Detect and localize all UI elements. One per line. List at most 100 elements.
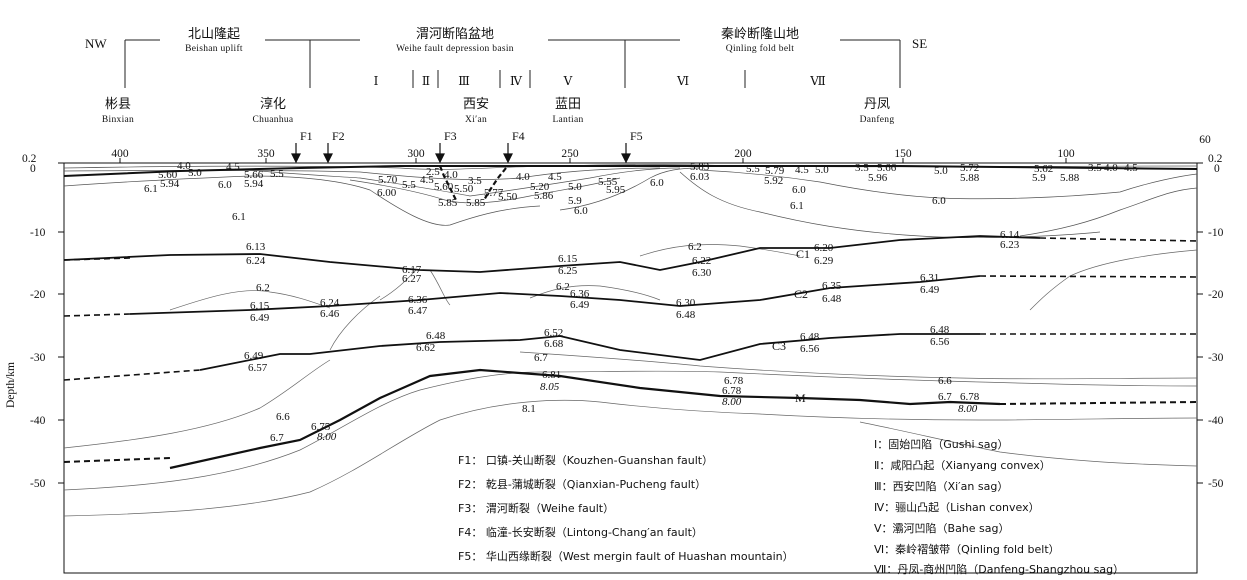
velocity-label: 6.1 (790, 200, 804, 212)
velocity-label: 6.81 (542, 369, 561, 381)
velocity-label: 4.5 (420, 174, 434, 186)
velocity-label: 6.0 (932, 195, 946, 207)
legend-unit-item: Ⅴ：灞河凹陷（Bahe sag） (874, 521, 1010, 535)
velocity-label: 6.0 (792, 184, 806, 196)
velocity-label: 6.0 (650, 177, 664, 189)
velocity-label: 4.0 (177, 160, 191, 172)
velocity-label: 5.86 (534, 190, 554, 202)
velocity-label: 5.0 (934, 165, 948, 177)
unit-label: Ⅴ (563, 74, 573, 88)
x-tick-label: 100 (1057, 148, 1075, 160)
velocity-label: 5.5 (402, 179, 416, 191)
velocity-label: 6.35 (822, 280, 842, 292)
velocity-label: 6.2 (556, 281, 570, 293)
c1-interface (63, 235, 1041, 273)
velocity-label: 6.29 (814, 255, 834, 267)
fault-label-f5: F5 (630, 129, 643, 143)
velocity-label: 8.00 (722, 396, 742, 408)
legend-fault-item: F1： 口镇-关山断裂（Kouzhen-Guanshan fault） (458, 453, 713, 467)
velocity-label: 5.92 (764, 175, 783, 187)
velocity-label: 5.85 (466, 197, 486, 209)
x-tick-label: 200 (734, 148, 752, 160)
velocity-label: 6.49 (920, 284, 940, 296)
velocity-label: 6.00 (377, 187, 397, 199)
velocity-label: 6.0 (574, 205, 588, 217)
velocity-label: 6.17 (402, 264, 422, 276)
depth-tick-label: -10 (1208, 227, 1224, 239)
velocity-label: 6.25 (558, 265, 578, 277)
velocity-label: 4.5 (1124, 162, 1138, 174)
velocity-label: 3.5 (1088, 162, 1102, 174)
velocity-label: 6.15 (558, 253, 578, 265)
velocity-label: 6.27 (402, 273, 422, 285)
velocity-label: 5.0 (568, 181, 582, 193)
basin-fault-traces (438, 165, 507, 201)
velocity-label: 6.56 (800, 343, 820, 355)
velocity-label: 6.78 (724, 375, 744, 387)
legend-unit-item: Ⅶ：丹凤-商州凹陷（Danfeng-Shangzhou sag） (874, 562, 1124, 576)
x-axis-ticks: 400 350 300 250 200 150 100 60 (111, 134, 1211, 160)
velocity-label: 8.00 (958, 403, 978, 415)
c3-interface (199, 333, 980, 371)
region-header (124, 39, 901, 88)
legend-fault-item: F4： 临潼-长安断裂（Lintong-Chang′an fault） (458, 525, 703, 539)
velocity-label: 5.88 (1060, 172, 1080, 184)
velocity-label: 5.9 (1032, 172, 1046, 184)
velocity-label: 6.46 (320, 308, 340, 320)
velocity-label: 6.48 (822, 293, 842, 305)
velocity-label: 5.20 (530, 181, 550, 193)
legend-unit-item: Ⅳ：骊山凸起（Lishan convex） (874, 501, 1040, 514)
velocity-label: 5.62 (1034, 163, 1053, 175)
velocity-label: 6.62 (416, 342, 435, 354)
legend-unit-item: Ⅰ：固始凹陷（Gushi sag） (874, 437, 1008, 451)
depth-tick-label: -10 (30, 227, 46, 239)
shallow-velocity-contours (63, 164, 1198, 239)
velocity-label: 6.0 (218, 179, 232, 191)
fault-label-f1: F1 (300, 129, 313, 143)
velocity-label: 8.05 (540, 381, 560, 393)
velocity-label: 5.9 (568, 195, 582, 207)
depth-tick-label: -50 (30, 478, 46, 490)
velocity-label: 5.88 (960, 172, 980, 184)
velocity-label: 6.14 (1000, 229, 1020, 241)
legend-fault-item: F3： 渭河断裂（Weihe fault） (458, 501, 614, 515)
velocity-label: 5.95 (606, 184, 626, 196)
unit-label: Ⅱ (422, 74, 430, 88)
velocity-label: 6.13 (246, 241, 266, 253)
velocity-label: 6.48 (676, 309, 696, 321)
unit-legend: Ⅰ：固始凹陷（Gushi sag） Ⅱ：咸阳凸起（Xianyang convex… (874, 437, 1124, 576)
depth-ticks-left: 0.2 0 -10 -20 -30 -40 -50 (22, 153, 46, 490)
velocity-label: 6.47 (408, 305, 428, 317)
velocity-label: 5.66 (244, 169, 264, 181)
fault-label-f3: F3 (444, 129, 457, 143)
depth-tick-label: -30 (30, 352, 46, 364)
depth-tick-label: -50 (1208, 478, 1224, 490)
velocity-label: 5.72 (960, 162, 979, 174)
city-xian-cn: 西安 (463, 97, 489, 112)
velocity-label: 5.60 (158, 169, 178, 181)
velocity-label: 6.30 (692, 267, 712, 279)
structural-unit-numerals: Ⅰ Ⅱ Ⅲ Ⅳ Ⅴ Ⅵ Ⅶ (374, 74, 826, 88)
velocity-label: 3.5 (468, 175, 482, 187)
region-beishan-en: Beishan uplift (185, 43, 243, 54)
fault-legend: F1： 口镇-关山断裂（Kouzhen-Guanshan fault） F2： … (458, 453, 794, 563)
depth-ticks-right: 0.2 0 -10 -20 -30 -40 -50 (1208, 153, 1224, 490)
nw-label: NW (85, 36, 107, 51)
velocity-label: 6.31 (920, 272, 939, 284)
city-xian-en: Xi′an (465, 115, 487, 125)
velocity-label: 6.7 (534, 352, 548, 364)
velocity-label: 6.1 (232, 211, 246, 223)
velocity-label: 6.78 (960, 391, 980, 403)
region-weihe-en: Weihe fault depression basin (396, 43, 514, 54)
velocity-label: 6.1 (144, 183, 158, 195)
velocity-label: 6.6 (276, 411, 290, 423)
depth-tick-label: -40 (30, 415, 46, 427)
velocity-label: 6.2 (256, 282, 270, 294)
velocity-label: 5.5 (746, 163, 760, 175)
interface-label-c2: C2 (794, 287, 808, 301)
velocity-label: 6.56 (930, 336, 950, 348)
velocity-label: 6.48 (800, 331, 820, 343)
velocity-label: 6.48 (426, 330, 446, 342)
velocity-label: 6.7 (270, 432, 284, 444)
velocity-label: 6.49 (570, 299, 590, 311)
